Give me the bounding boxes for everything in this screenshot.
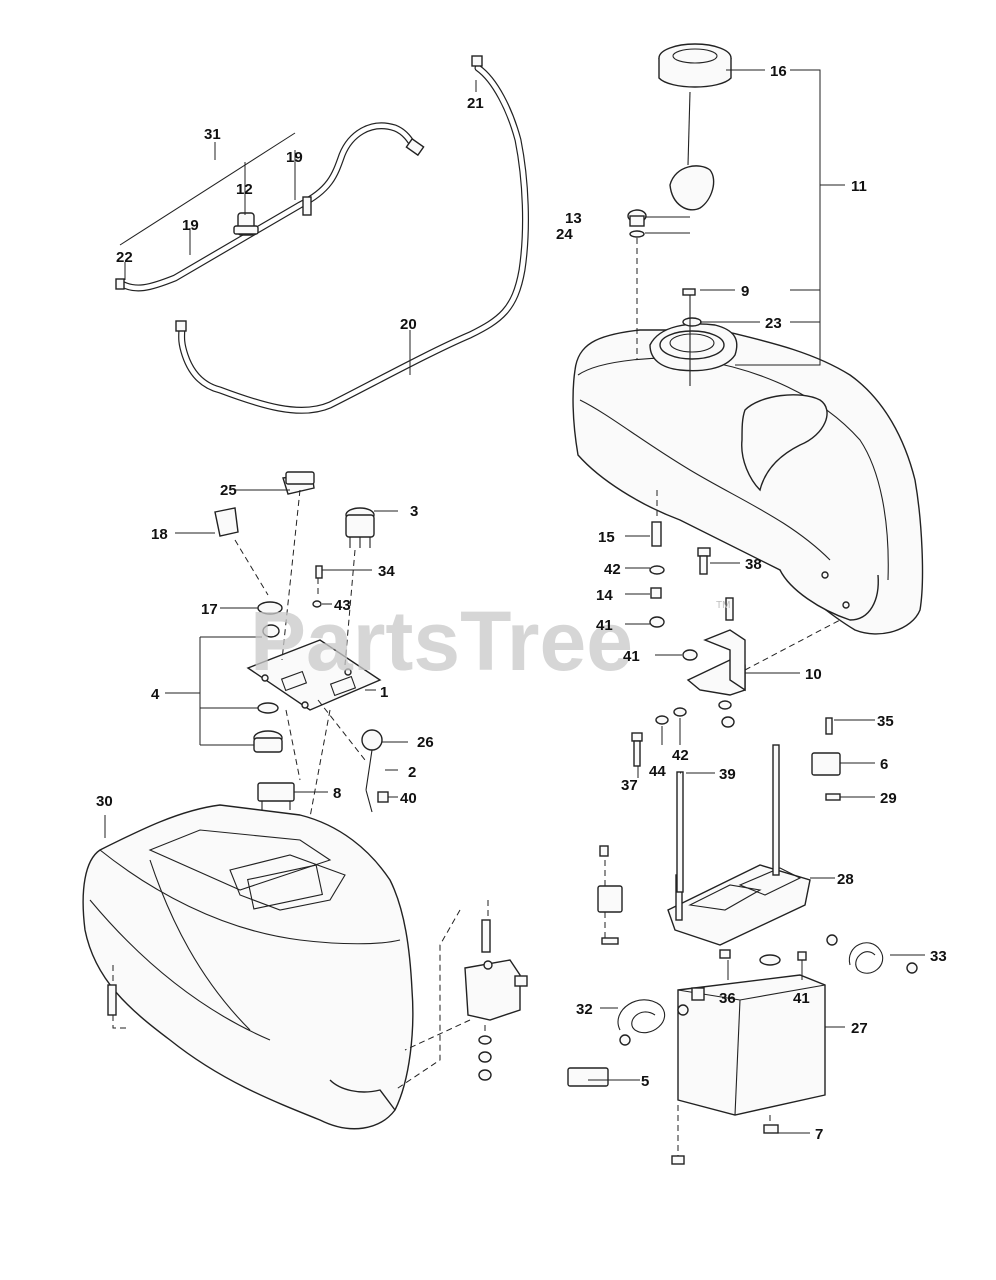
callout-4[interactable]: 4 bbox=[151, 686, 160, 703]
callout-17[interactable]: 17 bbox=[201, 601, 218, 618]
callout-19-a[interactable]: 19 bbox=[182, 217, 199, 234]
fuel-cap bbox=[658, 43, 732, 211]
watermark-text: PartsTree bbox=[250, 594, 633, 688]
callout-11[interactable]: 11 bbox=[851, 178, 867, 195]
hour-meter bbox=[282, 471, 315, 495]
callout-7[interactable]: 7 bbox=[815, 1126, 823, 1143]
callout-5[interactable]: 5 bbox=[641, 1073, 649, 1090]
battery bbox=[677, 954, 826, 1116]
side-hardware-bolt bbox=[631, 707, 687, 767]
connector bbox=[257, 782, 295, 810]
callout-23[interactable]: 23 bbox=[765, 315, 782, 332]
watermark-trademark: TM bbox=[716, 600, 730, 611]
fuse-holder bbox=[567, 1067, 609, 1087]
callout-2[interactable]: 2 bbox=[408, 764, 416, 781]
callout-12[interactable]: 12 bbox=[236, 181, 253, 198]
battery-cable-negative bbox=[617, 999, 689, 1046]
tank-bracket bbox=[686, 629, 746, 728]
callout-31[interactable]: 31 bbox=[204, 126, 221, 143]
console-bracket bbox=[464, 919, 528, 1081]
hose-clamp bbox=[302, 196, 312, 216]
callout-41-a[interactable]: 41 bbox=[596, 617, 613, 634]
callout-37[interactable]: 37 bbox=[621, 777, 638, 794]
callout-9[interactable]: 9 bbox=[741, 283, 749, 300]
console-fender bbox=[82, 804, 414, 1130]
watermark: PartsTree TM bbox=[250, 594, 730, 688]
callout-27[interactable]: 27 bbox=[851, 1020, 868, 1037]
callout-16[interactable]: 16 bbox=[770, 63, 787, 80]
relay bbox=[597, 845, 623, 945]
callout-28[interactable]: 28 bbox=[837, 871, 854, 888]
callout-26[interactable]: 26 bbox=[417, 734, 434, 751]
callout-25[interactable]: 25 bbox=[220, 482, 237, 499]
callout-8[interactable]: 8 bbox=[333, 785, 341, 802]
callout-44[interactable]: 44 bbox=[649, 763, 666, 780]
callout-30[interactable]: 30 bbox=[96, 793, 113, 810]
fuel-filter bbox=[233, 212, 259, 236]
key-switch bbox=[253, 702, 283, 753]
callout-20[interactable]: 20 bbox=[400, 316, 417, 333]
callout-29[interactable]: 29 bbox=[880, 790, 897, 807]
switch-plate bbox=[246, 639, 382, 711]
callout-35[interactable]: 35 bbox=[877, 713, 894, 730]
callout-1[interactable]: 1 bbox=[380, 684, 388, 701]
callout-22[interactable]: 22 bbox=[116, 249, 133, 266]
battery-cable-positive bbox=[826, 934, 918, 974]
callout-34[interactable]: 34 bbox=[378, 563, 395, 580]
callout-6[interactable]: 6 bbox=[880, 756, 888, 773]
callout-15[interactable]: 15 bbox=[598, 529, 615, 546]
callout-10[interactable]: 10 bbox=[805, 666, 822, 683]
vent-hose bbox=[175, 55, 529, 414]
callout-24[interactable]: 24 bbox=[556, 226, 573, 243]
solenoid bbox=[811, 717, 841, 801]
callout-42-a[interactable]: 42 bbox=[604, 561, 621, 578]
callout-41-c[interactable]: 41 bbox=[793, 990, 810, 1007]
battery-hold-down bbox=[671, 949, 807, 1165]
callout-19-b[interactable]: 19 bbox=[286, 149, 303, 166]
fuel-tank bbox=[572, 323, 924, 635]
callout-18[interactable]: 18 bbox=[151, 526, 168, 543]
callout-32[interactable]: 32 bbox=[576, 1001, 593, 1018]
battery-tray bbox=[667, 744, 811, 946]
callout-33[interactable]: 33 bbox=[930, 948, 947, 965]
callout-21[interactable]: 21 bbox=[467, 95, 484, 112]
callout-13[interactable]: 13 bbox=[565, 210, 582, 227]
callout-39[interactable]: 39 bbox=[719, 766, 736, 783]
console-pin bbox=[107, 984, 117, 1016]
fuel-gauge-parts bbox=[627, 209, 702, 386]
fuel-hose-assembly bbox=[115, 122, 425, 292]
callout-40[interactable]: 40 bbox=[400, 790, 417, 807]
callout-43[interactable]: 43 bbox=[334, 597, 351, 614]
callout-38[interactable]: 38 bbox=[745, 556, 762, 573]
callout-41-b[interactable]: 41 bbox=[623, 648, 640, 665]
throttle-lever bbox=[361, 729, 389, 813]
callout-labels: 1 2 3 4 5 6 7 8 9 10 11 12 13 14 15 16 1… bbox=[96, 63, 947, 1143]
tank-mount-hardware bbox=[649, 521, 734, 661]
pto-knob bbox=[214, 507, 239, 537]
callout-42-b[interactable]: 42 bbox=[672, 747, 689, 764]
callout-3[interactable]: 3 bbox=[410, 503, 418, 520]
callout-36[interactable]: 36 bbox=[719, 990, 736, 1007]
callout-14[interactable]: 14 bbox=[596, 587, 613, 604]
ignition-switch bbox=[345, 507, 375, 548]
